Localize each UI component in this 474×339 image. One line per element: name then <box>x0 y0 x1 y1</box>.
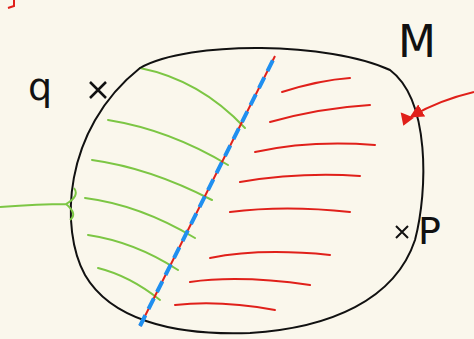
point-label: P <box>418 212 441 250</box>
point-q-cross <box>90 82 106 98</box>
point-p-cross <box>396 226 408 238</box>
red-arrow-mark <box>402 114 412 124</box>
red-arrow <box>412 92 474 116</box>
manifold-outline <box>71 48 424 333</box>
boundary-red <box>140 56 275 326</box>
manifold-label: M <box>398 20 436 64</box>
green-hatch <box>85 68 245 300</box>
red-tick <box>8 0 14 8</box>
green-pointer <box>0 188 76 220</box>
point-label: q <box>28 68 52 106</box>
boundary-dashed <box>140 56 275 326</box>
